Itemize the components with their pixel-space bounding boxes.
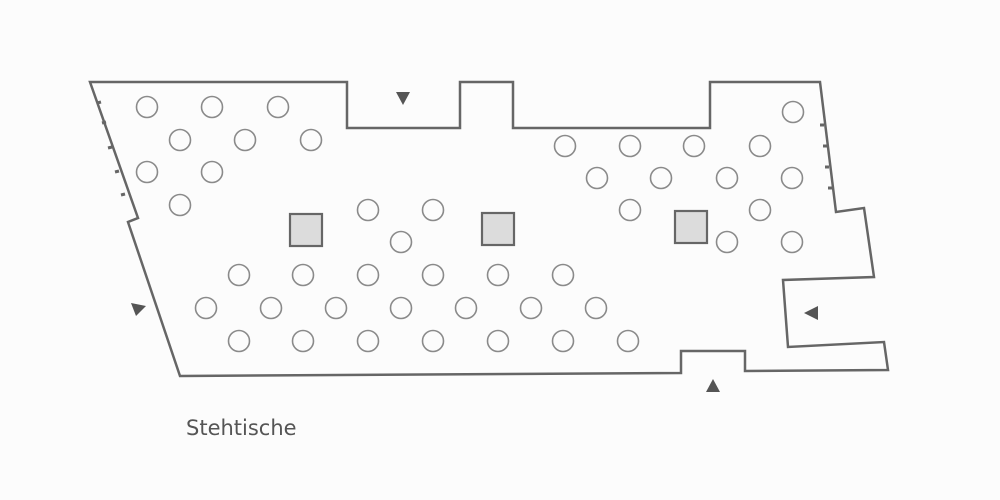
- standing-table: [421, 329, 445, 353]
- entrance-marker-bottom: [706, 379, 720, 392]
- legend-caption: Stehtische: [186, 416, 297, 440]
- standing-table: [421, 263, 445, 287]
- standing-table: [486, 263, 510, 287]
- pillars: [288, 209, 709, 248]
- pillar: [480, 211, 516, 247]
- standing-table: [748, 134, 772, 158]
- standing-table: [486, 329, 510, 353]
- window-tick: [114, 169, 120, 174]
- standing-table: [585, 166, 609, 190]
- standing-table: [291, 263, 315, 287]
- entrance-marker-top: [396, 92, 410, 105]
- pillar: [288, 212, 324, 248]
- standing-table: [356, 263, 380, 287]
- standing-table: [356, 198, 380, 222]
- standing-table: [200, 95, 224, 119]
- standing-table: [618, 198, 642, 222]
- standing-table: [616, 329, 640, 353]
- standing-table: [259, 296, 283, 320]
- standing-table: [135, 95, 159, 119]
- standing-table: [291, 329, 315, 353]
- standing-table: [780, 166, 804, 190]
- standing-tables: [135, 95, 805, 353]
- standing-table: [227, 263, 251, 287]
- window-tick: [107, 145, 113, 150]
- standing-table: [519, 296, 543, 320]
- standing-table: [715, 230, 739, 254]
- standing-table: [168, 193, 192, 217]
- standing-table: [748, 198, 772, 222]
- standing-table: [584, 296, 608, 320]
- entrance-marker-right: [804, 306, 818, 320]
- standing-table: [421, 198, 445, 222]
- standing-table: [618, 134, 642, 158]
- standing-table: [551, 329, 575, 353]
- standing-table: [135, 160, 159, 184]
- standing-table: [389, 296, 413, 320]
- standing-table: [780, 230, 804, 254]
- standing-table: [781, 100, 805, 124]
- standing-table: [356, 329, 380, 353]
- standing-table: [233, 128, 257, 152]
- standing-table: [553, 134, 577, 158]
- standing-table: [266, 95, 290, 119]
- entrance-marker-left: [131, 303, 146, 316]
- window-tick: [96, 100, 102, 105]
- room-outline: [88, 80, 890, 378]
- standing-table: [389, 230, 413, 254]
- standing-table: [715, 166, 739, 190]
- entrance-markers: [131, 92, 818, 392]
- standing-table: [227, 329, 251, 353]
- standing-table: [324, 296, 348, 320]
- standing-table: [200, 160, 224, 184]
- standing-table: [299, 128, 323, 152]
- window-ticks: [96, 100, 832, 197]
- standing-table: [649, 166, 673, 190]
- pillar: [673, 209, 709, 245]
- standing-table: [168, 128, 192, 152]
- standing-table: [682, 134, 706, 158]
- window-tick: [120, 192, 126, 197]
- standing-table: [194, 296, 218, 320]
- standing-table: [454, 296, 478, 320]
- window-tick: [101, 120, 107, 125]
- standing-table: [551, 263, 575, 287]
